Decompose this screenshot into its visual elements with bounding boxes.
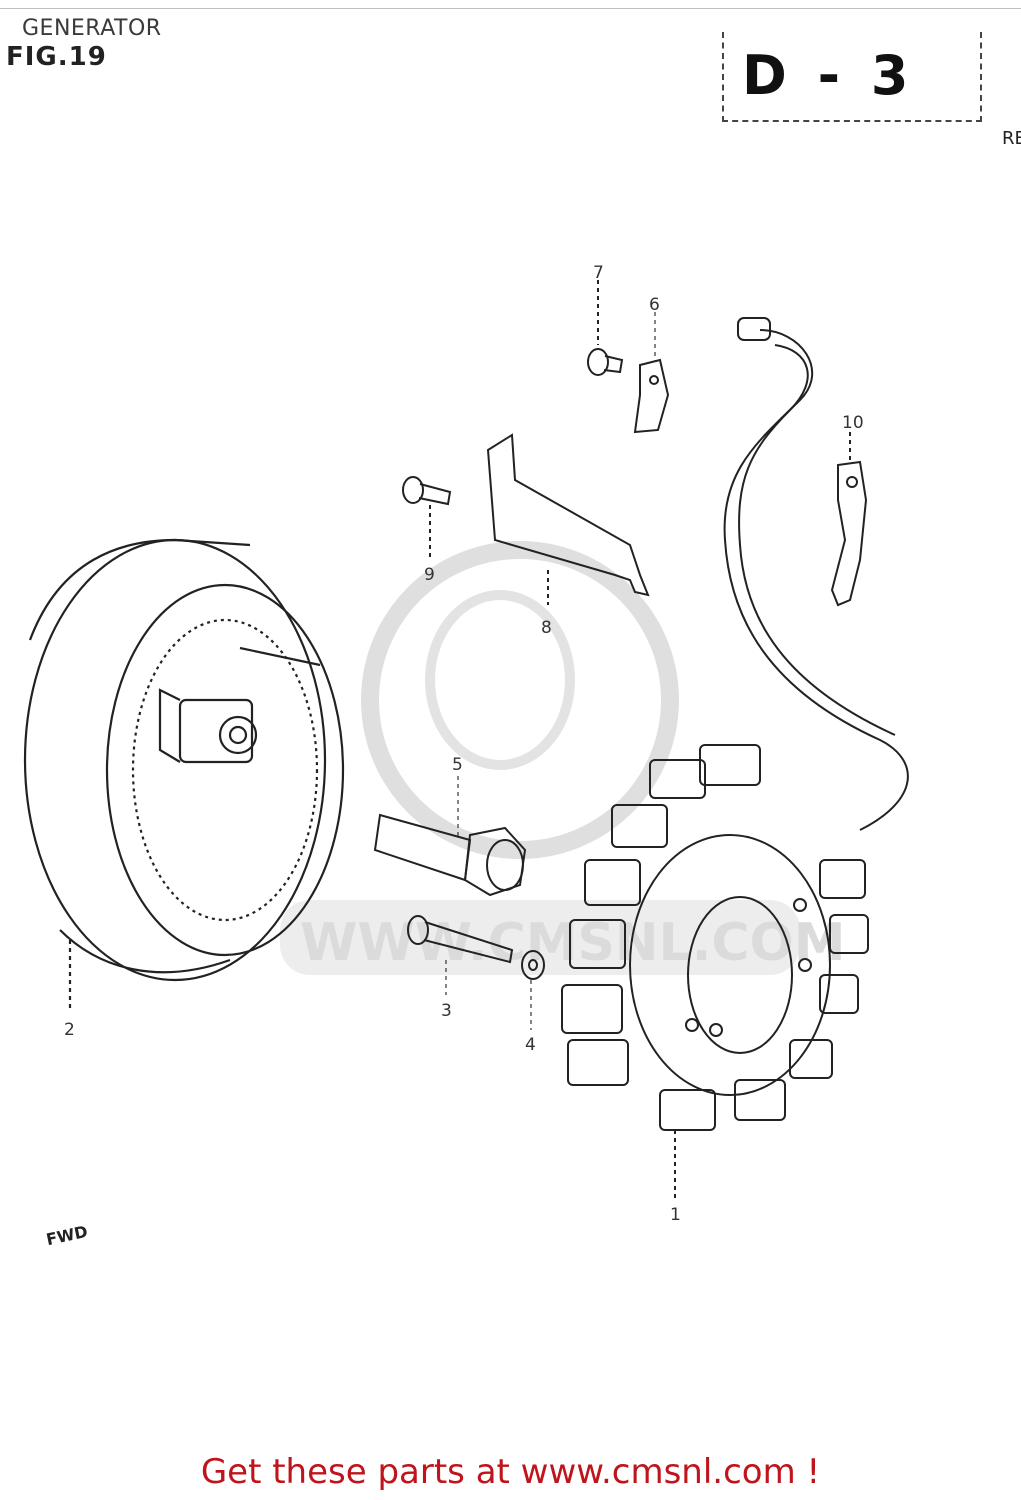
callout-1: 1 — [670, 1205, 681, 1225]
callout-7: 7 — [593, 263, 604, 283]
callout-2: 2 — [64, 1020, 75, 1040]
page-title: GENERATOR — [22, 16, 162, 41]
leader-lines — [445, 312, 656, 1030]
part-2-flywheel[interactable] — [23, 538, 345, 1010]
section-code: D - 3 — [742, 44, 915, 107]
callout-3: 3 — [441, 1001, 452, 1021]
figure-number: FIG.19 — [6, 42, 107, 72]
footer-cta-link[interactable]: Get these parts at www.cmsnl.com ! — [200, 1452, 821, 1492]
section-code-box — [722, 32, 982, 122]
top-rule — [0, 8, 1021, 9]
part-5-bolt[interactable] — [373, 813, 527, 897]
callout-4: 4 — [525, 1035, 536, 1055]
part-10-clamp[interactable] — [830, 432, 868, 607]
watermark-text: WWW.CMSNL.COM — [300, 913, 845, 973]
exploded-diagram: WWW.CMSNL.COM — [23, 263, 909, 1225]
callout-5: 5 — [452, 755, 463, 775]
wire-harness[interactable] — [723, 317, 909, 831]
part-4-washer[interactable] — [521, 950, 545, 980]
callout-9: 9 — [424, 565, 435, 585]
callout-6: 6 — [649, 295, 660, 315]
edge-code: RE — [1002, 128, 1021, 149]
part-6-clamp[interactable] — [633, 358, 670, 434]
part-3-screw[interactable] — [407, 915, 514, 964]
callout-8: 8 — [541, 618, 552, 638]
part-7-screw[interactable] — [587, 280, 624, 376]
part-1-stator[interactable] — [561, 744, 869, 1200]
part-9-bolt[interactable] — [402, 476, 452, 560]
callout-10: 10 — [842, 413, 864, 433]
watermark: WWW.CMSNL.COM — [280, 541, 845, 975]
part-8-plate[interactable] — [486, 433, 650, 605]
